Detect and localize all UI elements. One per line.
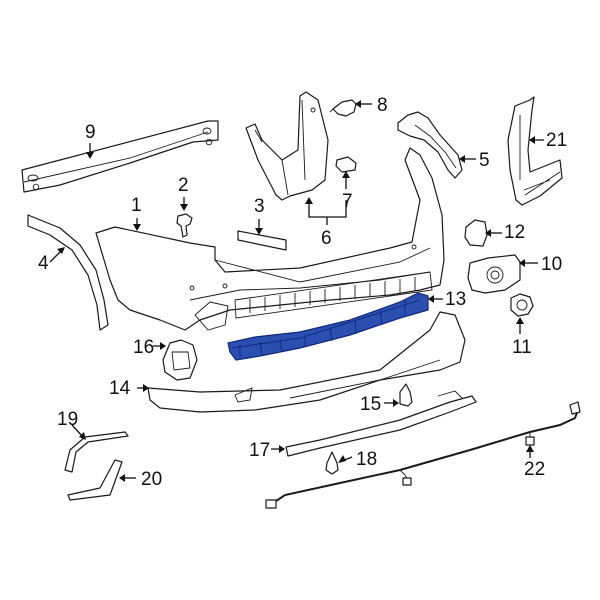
part-5-side-bracket[interactable] (397, 111, 463, 179)
part-19-molding-strip[interactable] (64, 431, 129, 473)
callout-19[interactable]: 19 (57, 409, 79, 430)
part-9-reinforcement-beam[interactable] (21, 120, 219, 193)
callout-20[interactable]: 20 (141, 469, 163, 490)
part-16-reflector-housing[interactable] (162, 339, 198, 381)
part-18-clip[interactable] (325, 451, 339, 475)
callout-1[interactable]: 1 (131, 195, 142, 216)
part-10-parking-sensor-bracket[interactable] (467, 254, 521, 294)
callout-15[interactable]: 15 (360, 394, 382, 415)
callout-17[interactable]: 17 (249, 440, 271, 461)
callout-22[interactable]: 22 (524, 459, 546, 480)
part-13-energy-absorber-highlighted[interactable] (227, 292, 429, 361)
callout-5[interactable]: 5 (479, 150, 490, 171)
callout-4[interactable]: 4 (38, 253, 49, 274)
part-20-molding-strip[interactable] (67, 459, 123, 501)
part-4-wheel-opening-molding[interactable] (27, 214, 109, 331)
callout-11[interactable]: 11 (512, 337, 532, 358)
callout-14[interactable]: 14 (109, 378, 131, 399)
part-8-screw[interactable] (329, 99, 357, 117)
callout-8[interactable]: 8 (377, 95, 388, 116)
callout-18[interactable]: 18 (356, 449, 378, 470)
callout-16[interactable]: 16 (133, 337, 155, 358)
callout-12[interactable]: 12 (504, 222, 526, 243)
callout-2[interactable]: 2 (178, 175, 189, 196)
part-12-sensor-retainer[interactable] (464, 219, 488, 247)
part-21-mud-guard[interactable] (507, 96, 563, 206)
part-22-wiring-harness[interactable] (265, 401, 581, 509)
callout-6[interactable]: 6 (321, 228, 332, 249)
part-1-bumper-cover[interactable] (95, 147, 445, 331)
part-14-lower-valance[interactable] (147, 311, 466, 413)
part-6-side-bracket[interactable] (245, 91, 329, 201)
callout-10[interactable]: 10 (541, 254, 563, 275)
part-17-molding[interactable] (285, 390, 477, 457)
callout-13[interactable]: 13 (445, 289, 467, 310)
callout-21[interactable]: 21 (546, 130, 568, 151)
callout-7[interactable]: 7 (342, 191, 353, 212)
callout-9[interactable]: 9 (85, 122, 96, 143)
part-3-reflector[interactable] (237, 230, 287, 251)
part-11-parking-sensor[interactable] (510, 293, 534, 317)
part-7-clip-nut[interactable] (335, 156, 357, 173)
part-15-clip[interactable] (399, 383, 413, 407)
callout-3[interactable]: 3 (254, 196, 265, 217)
part-2-push-retainer[interactable] (176, 213, 193, 238)
